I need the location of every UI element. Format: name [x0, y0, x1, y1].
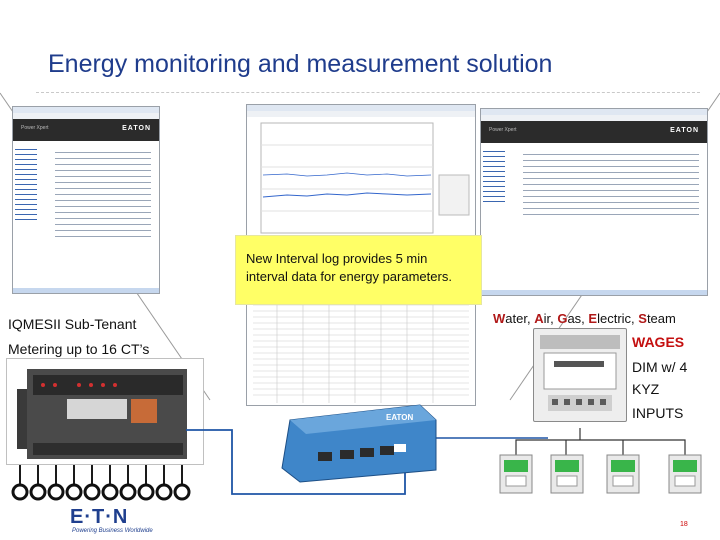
ct-icon: [47, 483, 65, 501]
ct-icon: [11, 483, 29, 501]
ct-icon: [101, 483, 119, 501]
utility-rest: team: [646, 311, 676, 326]
utility-rest: lectric,: [597, 311, 639, 326]
utility-meter-icon: [550, 454, 584, 494]
utility-meter-icon: [606, 454, 640, 494]
ct-rings: [11, 483, 191, 501]
dim-label-line-2: KYZ: [632, 381, 660, 397]
utility-initial: W: [493, 311, 506, 326]
meter-label-line-1: IQMESII Sub-Tenant: [8, 316, 137, 332]
utility-meter-icon: [668, 454, 702, 494]
eaton-tagline: Powering Business Worldwide: [72, 528, 153, 534]
utility-initial: E: [588, 311, 598, 326]
wages-label: WAGES: [632, 334, 685, 350]
eaton-logo: E·T·N: [70, 506, 129, 528]
utility-initial: A: [534, 311, 544, 326]
utility-initial: G: [557, 311, 568, 326]
dim-device-graphic: [540, 335, 620, 411]
trend-chart: [260, 122, 470, 234]
interval-log-table: [253, 301, 469, 403]
slide-title: Energy monitoring and measurement soluti…: [48, 50, 553, 78]
ct-icon: [119, 483, 137, 501]
interval-log-callout: New Interval log provides 5 min interval …: [235, 235, 482, 305]
dim-label-line-3: INPUTS: [632, 405, 684, 421]
callout-line-1: New Interval log provides 5 min: [246, 251, 428, 266]
digital-input-module-device: [533, 328, 627, 422]
utility-rest: ater,: [505, 311, 535, 326]
utility-initial: S: [638, 311, 647, 326]
callout-line-2: interval data for energy parameters.: [246, 269, 452, 284]
ct-icon: [155, 483, 173, 501]
ct-icon: [173, 483, 191, 501]
ct-icon: [29, 483, 47, 501]
utility-meter-icon: [499, 454, 533, 494]
callout-text: New Interval log provides 5 min interval …: [246, 250, 452, 286]
dim-label-line-1: DIM w/ 4: [632, 359, 688, 375]
utility-rest: ir,: [543, 311, 558, 326]
ct-icon: [65, 483, 83, 501]
meter-label-line-2: Metering up to 16 CT’s: [8, 341, 150, 357]
meter-device-graphic: [17, 369, 187, 459]
utility-types-label: Water, Air, Gas, Electric, Steam: [493, 311, 676, 326]
ct-icon: [137, 483, 155, 501]
utility-rest: as,: [567, 311, 589, 326]
ct-icon: [83, 483, 101, 501]
title-divider: [36, 92, 700, 93]
iq-energy-meter-device: [6, 358, 204, 465]
page-number: 18: [680, 521, 688, 528]
svg-text:EATON: EATON: [386, 413, 413, 422]
